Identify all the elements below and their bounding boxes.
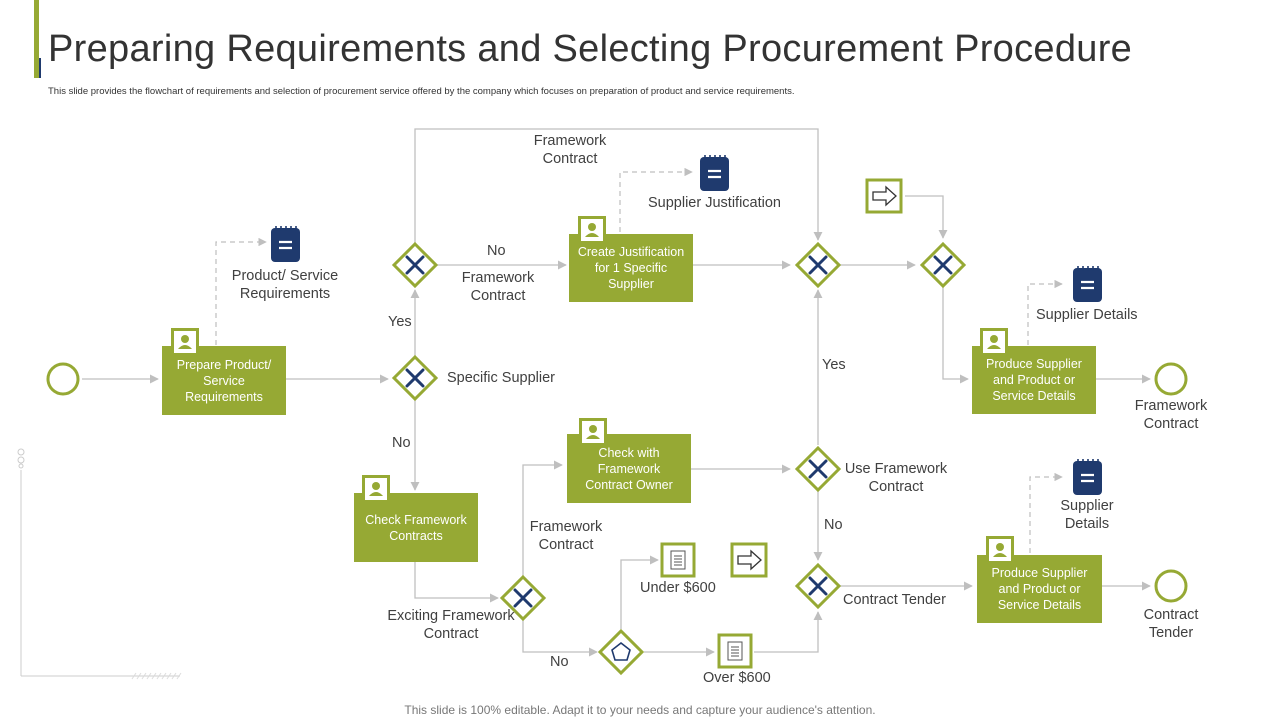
start-circle-icon: [46, 362, 80, 396]
task-label: Check with Framework Contract Owner: [585, 445, 673, 492]
user-person-icon: [579, 418, 607, 446]
user-person-icon: [171, 328, 199, 356]
label-framework-contract-lower: Framework Contract: [529, 519, 603, 553]
exclusive-gateway-x-icon: [795, 563, 841, 609]
exclusive-gateway-x-icon: [392, 242, 438, 288]
exclusive-gateway-x-icon: [392, 355, 438, 401]
label-exciting-framework-contract: Exciting Framework Contract: [387, 608, 515, 642]
label-supplier-justification: Supplier Justification: [648, 195, 781, 211]
task-label: Produce Supplier and Product or Service …: [986, 357, 1082, 403]
task-label: Create Justification for 1 Specific Supp…: [577, 245, 685, 291]
task-create-justification: Create Justification for 1 Specific Supp…: [569, 234, 693, 302]
title-accent-bar: [34, 0, 39, 78]
document-page-icon: [717, 633, 753, 669]
notepad-document-icon: [1073, 266, 1102, 302]
end-circle-icon: [1154, 362, 1188, 396]
label-product-service-requirements: Product/ Service Requirements: [231, 268, 339, 302]
arrow-right-message-icon: [730, 542, 768, 578]
sequence-flows: [82, 128, 1151, 657]
end-circle-icon: [1154, 569, 1188, 603]
label-no-bottom: No: [550, 654, 569, 670]
task-prepare-requirements: Prepare Product/ Service Requirements: [162, 346, 286, 415]
side-decoration: [17, 448, 182, 680]
user-person-icon: [362, 475, 390, 503]
task-produce-supplier-details-top: Produce Supplier and Product or Service …: [972, 346, 1096, 414]
label-specific-supplier: Specific Supplier: [447, 370, 555, 386]
notepad-document-icon: [271, 226, 300, 262]
exclusive-gateway-x-icon: [795, 242, 841, 288]
label-supplier-details-bottom: Supplier Details: [1060, 498, 1114, 532]
task-label: Produce Supplier and Product or Service …: [991, 566, 1088, 612]
pentagon-gateway-icon: [597, 628, 645, 676]
notepad-document-icon: [700, 155, 729, 191]
page-title: Preparing Requirements and Selecting Pro…: [48, 28, 1133, 70]
label-use-framework-contract: Use Framework Contract: [844, 461, 948, 495]
label-yes-right: Yes: [822, 357, 846, 373]
arrow-right-message-icon: [865, 178, 903, 214]
label-framework-contract-top: Framework Contract: [533, 133, 607, 167]
label-yes-left: Yes: [388, 314, 412, 330]
label-over-600: Over $600: [703, 670, 771, 686]
label-contract-tender-end: Contract Tender: [1143, 607, 1199, 641]
exclusive-gateway-x-icon: [795, 446, 841, 492]
title-accent-bar-dark: [39, 58, 41, 78]
exclusive-gateway-x-icon: [920, 242, 966, 288]
user-person-icon: [578, 216, 606, 244]
label-framework-contract-end: Framework Contract: [1134, 398, 1208, 432]
label-no-right: No: [824, 517, 843, 533]
task-label: Check Framework Contracts: [365, 512, 467, 543]
label-no-top: No: [487, 243, 506, 259]
label-supplier-details-top: Supplier Details: [1036, 307, 1138, 323]
footer-note: This slide is 100% editable. Adapt it to…: [404, 703, 876, 717]
data-associations: [215, 167, 1063, 553]
notepad-document-icon: [1073, 459, 1102, 495]
task-check-framework-contracts: Check Framework Contracts: [354, 493, 478, 562]
label-no-left: No: [392, 435, 411, 451]
user-person-icon: [986, 536, 1014, 564]
label-under-600: Under $600: [640, 580, 716, 596]
document-page-icon: [660, 542, 696, 578]
label-contract-tender: Contract Tender: [843, 592, 946, 608]
task-produce-supplier-details-bottom: Produce Supplier and Product or Service …: [977, 555, 1102, 623]
page-subtitle: This slide provides the flowchart of req…: [48, 86, 795, 97]
task-label: Prepare Product/ Service Requirements: [176, 357, 272, 404]
user-person-icon: [980, 328, 1008, 356]
label-framework-contract-mid: Framework Contract: [461, 270, 535, 304]
